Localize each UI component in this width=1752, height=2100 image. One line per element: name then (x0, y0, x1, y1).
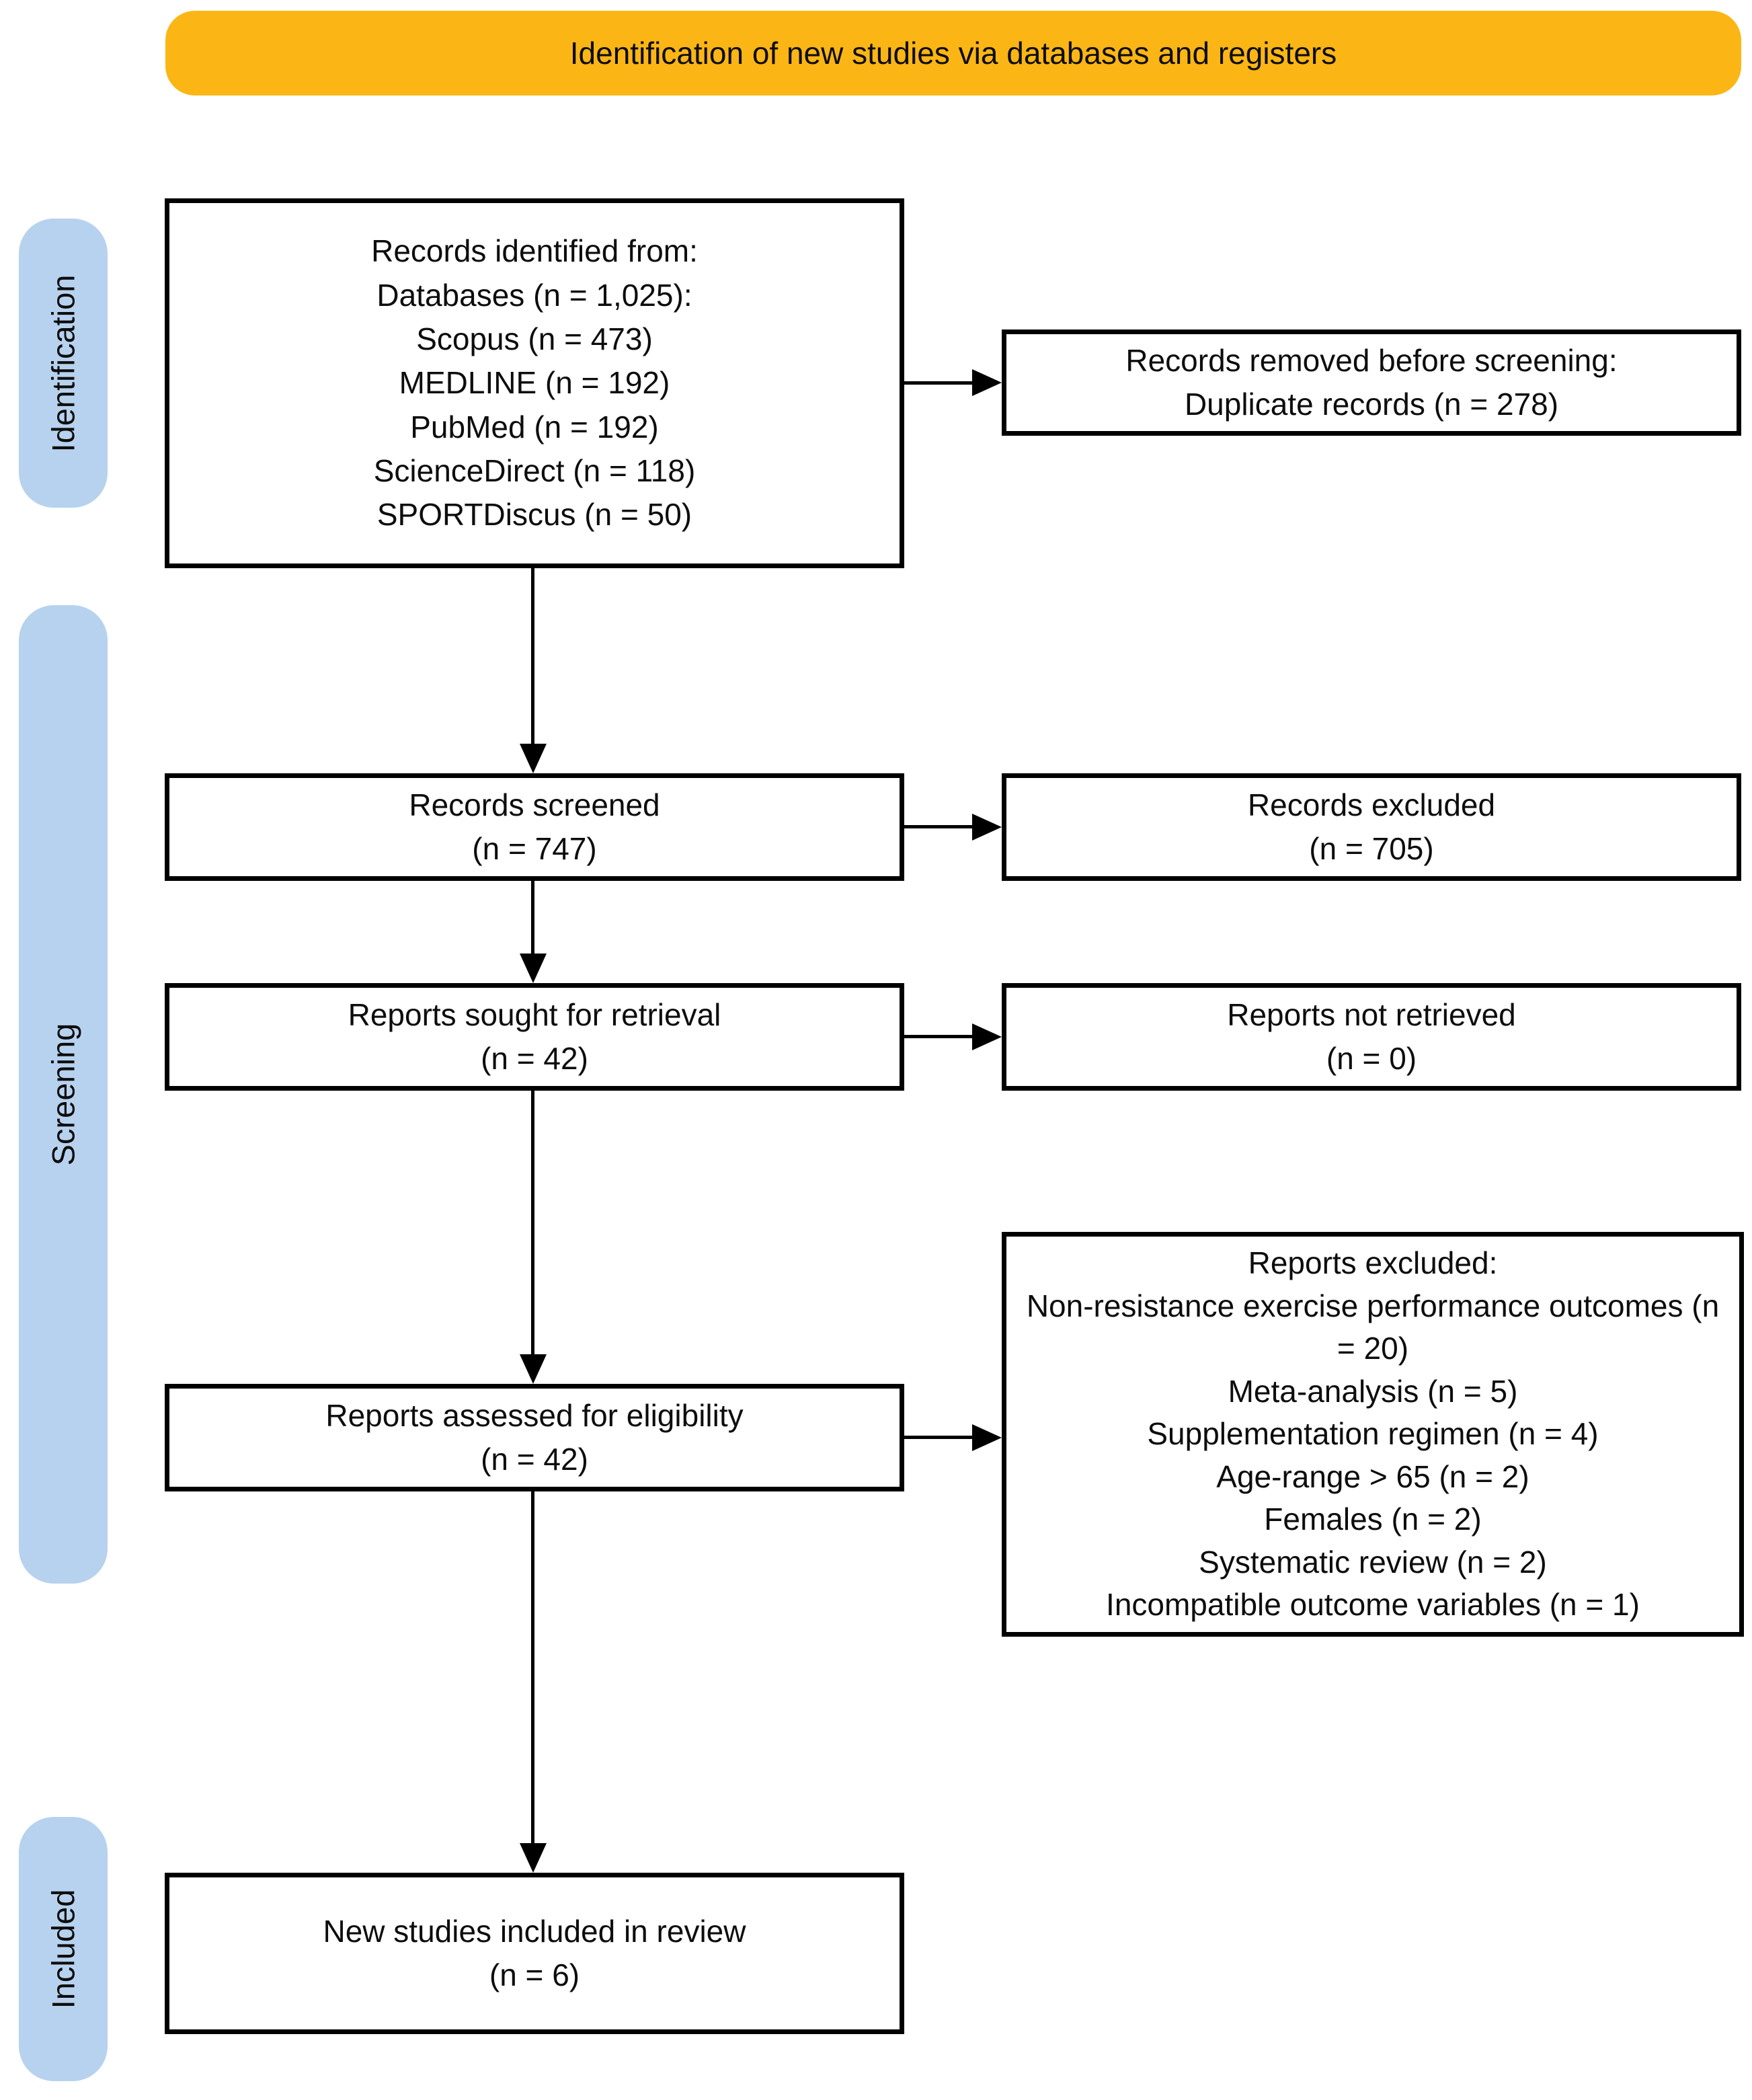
text-line: (n = 747) (472, 831, 597, 866)
text-line: Non-resistance exercise performance outc… (1026, 1288, 1720, 1366)
arrow-line-assessed-to-included (531, 1491, 534, 1843)
text-line: New studies included in review (323, 1913, 746, 1949)
text-line: PubMed (n = 192) (410, 409, 659, 444)
text-line: (n = 705) (1309, 831, 1434, 866)
stage-label-screening: Screening (45, 1023, 81, 1166)
text-line: (n = 0) (1326, 1041, 1417, 1076)
arrowhead-down-icon (520, 954, 547, 983)
arrowhead-right-icon (972, 369, 1002, 396)
text-line: ScienceDirect (n = 118) (373, 453, 696, 488)
arrowhead-right-icon (972, 814, 1002, 841)
text-line: Reports excluded: (1248, 1245, 1498, 1281)
text-line: (n = 42) (481, 1442, 588, 1477)
box-reports-not-retrieved: Reports not retrieved (n = 0) (1002, 983, 1741, 1091)
text-line: Databases (n = 1,025): (376, 277, 692, 313)
text-line: (n = 42) (481, 1041, 588, 1076)
text-line: Age-range > 65 (n = 2) (1216, 1459, 1529, 1494)
text-line: Females (n = 2) (1264, 1502, 1482, 1537)
arrow-line-screened-to-sought (531, 881, 534, 954)
arrow-line-identified-to-removed (904, 381, 972, 385)
box-records-removed: Records removed before screening: Duplica… (1002, 329, 1741, 436)
stage-pill-screening: Screening (19, 605, 108, 1584)
text-line: MEDLINE (n = 192) (399, 365, 670, 401)
box-new-studies-included: New studies included in review (n = 6) (165, 1873, 904, 2034)
stage-pill-identification: Identification (19, 219, 108, 508)
text-line: Scopus (n = 473) (416, 321, 653, 357)
text-line: (n = 6) (489, 1957, 580, 1992)
text-line: Systematic review (n = 2) (1199, 1544, 1547, 1580)
stage-label-identification: Identification (45, 274, 81, 452)
text-line: Records identified from: (371, 233, 698, 269)
text-line: Records screened (409, 787, 660, 822)
text-line: Reports not retrieved (1227, 997, 1516, 1032)
arrow-line-identified-to-screened (531, 568, 534, 744)
box-reports-sought: Reports sought for retrieval (n = 42) (165, 983, 904, 1091)
header-banner: Identification of new studies via databa… (165, 11, 1741, 95)
arrowhead-down-icon (520, 744, 547, 773)
text-line: Reports sought for retrieval (348, 997, 721, 1032)
arrow-line-sought-to-not-retrieved (904, 1035, 972, 1038)
box-reports-excluded: Reports excluded: Non-resistance exercise… (1002, 1232, 1744, 1637)
text-line: Meta-analysis (n = 5) (1228, 1373, 1518, 1409)
box-records-excluded: Records excluded (n = 705) (1002, 773, 1741, 881)
text-line: Reports assessed for eligibility (325, 1397, 744, 1433)
box-reports-assessed: Reports assessed for eligibility (n = 42) (165, 1384, 904, 1491)
arrowhead-right-icon (972, 1424, 1002, 1451)
stage-label-included: Included (45, 1889, 81, 2009)
box-records-screened: Records screened (n = 747) (165, 773, 904, 881)
text-line: Incompatible outcome variables (n = 1) (1106, 1587, 1640, 1623)
arrowhead-down-icon (520, 1354, 547, 1384)
arrow-line-sought-to-assessed (531, 1091, 534, 1354)
text-line: Records removed before screening: (1125, 342, 1618, 378)
arrow-line-screened-to-excluded (904, 825, 972, 828)
stage-pill-included: Included (19, 1817, 108, 2081)
text-line: SPORTDiscus (n = 50) (376, 497, 692, 533)
box-records-identified: Records identified from: Databases (n = 1… (165, 198, 904, 568)
text-line: Records excluded (1247, 787, 1496, 822)
arrowhead-down-icon (520, 1843, 547, 1873)
text-line: Duplicate records (n = 278) (1184, 387, 1559, 422)
arrow-line-assessed-to-reports-excluded (904, 1436, 972, 1439)
text-line: Supplementation regimen (n = 4) (1147, 1416, 1599, 1452)
arrowhead-right-icon (972, 1023, 1002, 1050)
